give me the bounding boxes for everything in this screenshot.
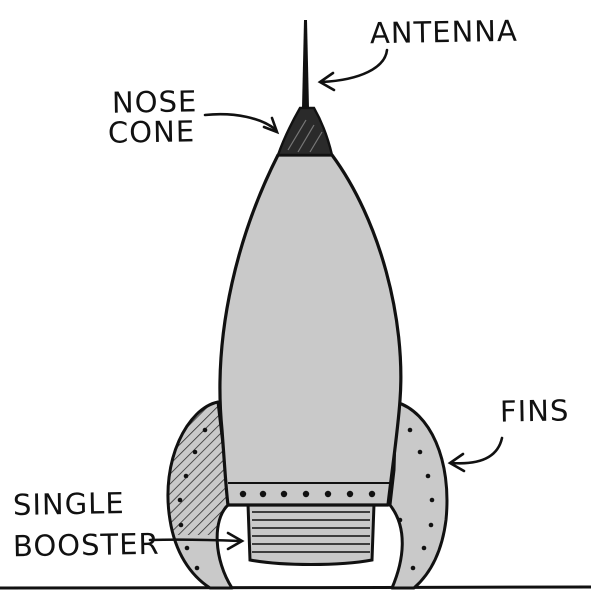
booster-nozzle <box>248 504 374 565</box>
nose-cone-arrow <box>205 114 277 132</box>
nose-cone <box>278 108 332 155</box>
single-booster-label-line1: SINGLE <box>13 488 125 520</box>
fins-arrow <box>450 438 502 471</box>
antenna-arrow <box>320 50 387 90</box>
antenna <box>302 20 309 108</box>
single-booster-label-line2: BOOSTER <box>13 529 160 562</box>
rocket-body <box>220 155 401 505</box>
ground-line <box>0 587 591 588</box>
nose-cone-label-line1: NOSE <box>112 86 198 117</box>
nose-cone-label-line2: CONE <box>108 116 196 148</box>
fins-label: FINS <box>500 395 570 426</box>
antenna-label: ANTENNA <box>370 16 518 49</box>
